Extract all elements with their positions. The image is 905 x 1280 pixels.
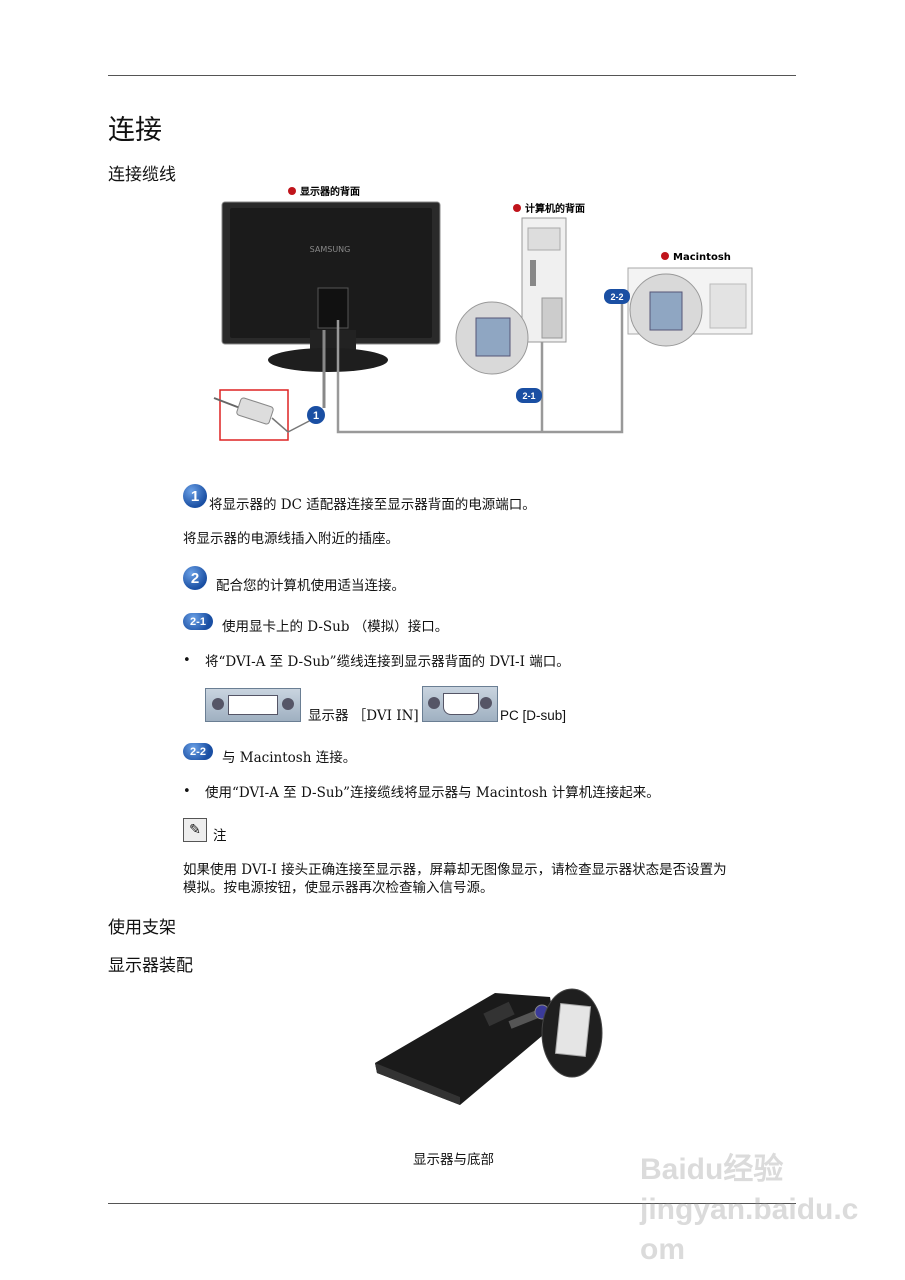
baidu-watermark: Baidu经验 jingyan.baidu.com (640, 1150, 870, 1266)
step-1-text: 将显示器的 DC 适配器连接至显示器背面的电源端口。 (209, 497, 536, 513)
section-heading-cable: 连接缆线 (108, 165, 176, 185)
label-monitor-back: 显示器的背面 (300, 185, 360, 198)
step-2-badge: 2 (183, 566, 207, 590)
label-pc-back: 计算机的背面 (525, 202, 585, 215)
port-pc-label: PC [D-sub] (500, 708, 567, 723)
step-2-1-badge: 2-1 (183, 613, 213, 630)
label-mac: Macintosh (673, 252, 731, 263)
step-2-text: 配合您的计算机使用适当连接。 (216, 578, 405, 594)
section-heading-stand: 使用支架 (108, 918, 176, 938)
bullet-dot: • (183, 784, 191, 799)
brand-text: SAMSUNG (310, 245, 351, 254)
bottom-rule (108, 1203, 796, 1204)
section-heading-assembly: 显示器装配 (108, 956, 193, 976)
diagram-badge-2-1: 2-1 (522, 391, 535, 401)
page-title: 连接 (108, 115, 162, 146)
figure-caption: 显示器与底部 (413, 1152, 494, 1168)
step-2-2-bullet: 使用“DVI-A 至 D-Sub”连接缆线将显示器与 Macintosh 计算机… (205, 785, 660, 801)
step-1-badge: 1 (183, 484, 207, 508)
dsub-port-icon (422, 686, 498, 722)
watermark-text: Baidu经验 jingyan.baidu.com (640, 1153, 859, 1266)
step-2-2-badge: 2-2 (183, 743, 213, 760)
step-1-subtext: 将显示器的电源线插入附近的插座。 (183, 531, 399, 547)
diagram-badge-1: 1 (313, 410, 319, 422)
step-2-2-text: 与 Macintosh 连接。 (222, 750, 357, 766)
monitor-assembly-image (375, 988, 603, 1105)
step-2-1-text: 使用显卡上的 D-Sub （模拟）接口。 (222, 619, 449, 635)
port-monitor-label: 显示器 ［DVI IN] (308, 708, 419, 724)
diagram-badge-2-2: 2-2 (610, 292, 623, 302)
connection-diagram: 显示器的背面 SAMSUNG 1 计算机的背面 2-1 Macintosh 2-… (213, 185, 753, 441)
bullet-dot: • (183, 653, 191, 668)
note-icon: ✎ (183, 818, 207, 842)
top-rule (108, 75, 796, 76)
step-2-1-bullet: 将“DVI-A 至 D-Sub”缆线连接到显示器背面的 DVI-I 端口。 (205, 654, 570, 670)
note-label: 注 (213, 828, 227, 844)
note-text-line2: 模拟。按电源按钮，使显示器再次检查输入信号源。 (183, 880, 494, 896)
note-text-line1: 如果使用 DVI-I 接头正确连接至显示器，屏幕却无图像显示，请检查显示器状态是… (183, 862, 727, 878)
dvi-port-icon (205, 688, 301, 722)
